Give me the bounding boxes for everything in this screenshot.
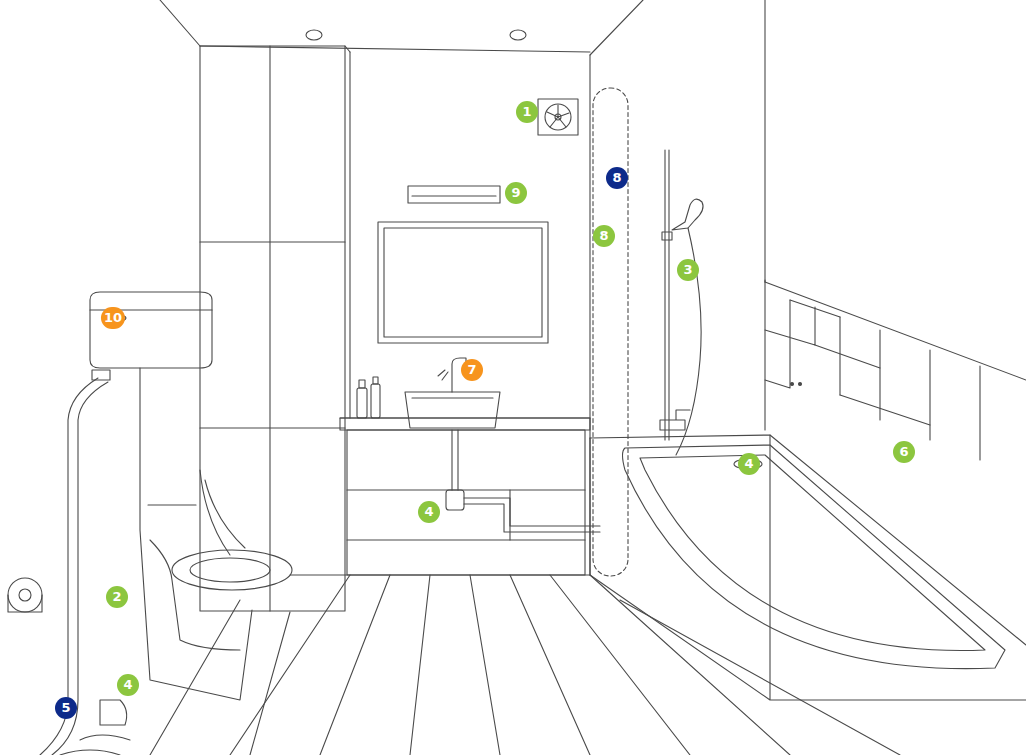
callout-number: 4 — [738, 453, 760, 475]
callout-number: 2 — [106, 586, 128, 608]
callout-number: 3 — [677, 259, 699, 281]
callout-number: 10 — [101, 307, 125, 329]
callout-number: 4 — [418, 501, 440, 523]
callout-number: 5 — [55, 697, 77, 719]
callout-number: 8 — [593, 225, 615, 247]
callout-number: 8 — [606, 167, 628, 189]
callout-number: 6 — [893, 441, 915, 463]
callout-number: 1 — [516, 101, 538, 123]
callout-number: 4 — [117, 674, 139, 696]
callout-number: 7 — [461, 359, 483, 381]
callout-number: 9 — [505, 182, 527, 204]
